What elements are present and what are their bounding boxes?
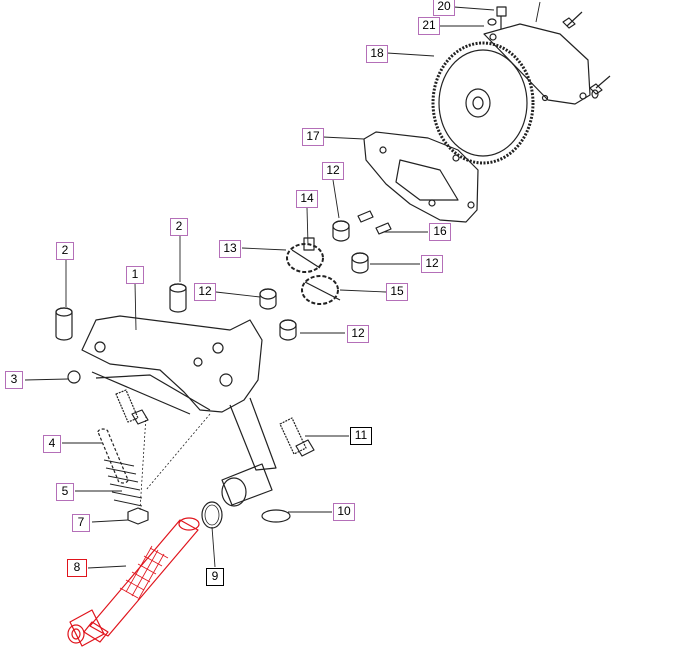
gear-18 [431,41,535,165]
bolt-8-highlighted [67,517,200,647]
gasket-10 [261,509,291,523]
callout-5[interactable]: 5 [56,483,74,501]
callout-16[interactable]: 16 [429,223,451,241]
callout-4[interactable]: 4 [43,435,61,453]
callout-10[interactable]: 10 [333,503,355,521]
callout-11[interactable]: 11 [350,427,372,445]
callout-13[interactable]: 13 [219,240,241,258]
o-ring-9 [201,501,223,529]
bolt-11 [279,417,315,457]
callout-3[interactable]: 3 [5,371,23,389]
callout-2-b[interactable]: 2 [170,218,188,236]
callout-17[interactable]: 17 [302,128,324,146]
top-bolts [487,6,611,99]
dowel-pins-16 [357,210,392,235]
callout-1[interactable]: 1 [126,266,144,284]
bushings-12 [259,220,369,341]
callout-8[interactable]: 8 [67,559,87,577]
callout-20[interactable]: 20 [433,0,455,16]
sleeves-2 [55,283,187,341]
leader-lines [24,1,541,569]
pump-gears [286,237,341,305]
callout-12-b[interactable]: 12 [421,255,443,273]
callout-12-a[interactable]: 12 [322,162,344,180]
cover-plate [483,23,591,105]
callout-15[interactable]: 15 [386,283,408,301]
callout-12-d[interactable]: 12 [347,325,369,343]
callout-2-a[interactable]: 2 [56,242,74,260]
callout-18[interactable]: 18 [366,45,388,63]
callout-21[interactable]: 21 [418,17,440,35]
relief-valve [97,413,211,525]
ball-3 [67,370,81,384]
bracket-bolt [115,389,149,425]
callout-7[interactable]: 7 [72,514,90,532]
callout-14[interactable]: 14 [296,190,318,208]
suction-tube [221,397,277,507]
callout-12-c[interactable]: 12 [194,283,216,301]
pump-body-1 [81,315,263,415]
callout-9[interactable]: 9 [206,568,224,586]
pump-housing-17 [363,131,479,223]
